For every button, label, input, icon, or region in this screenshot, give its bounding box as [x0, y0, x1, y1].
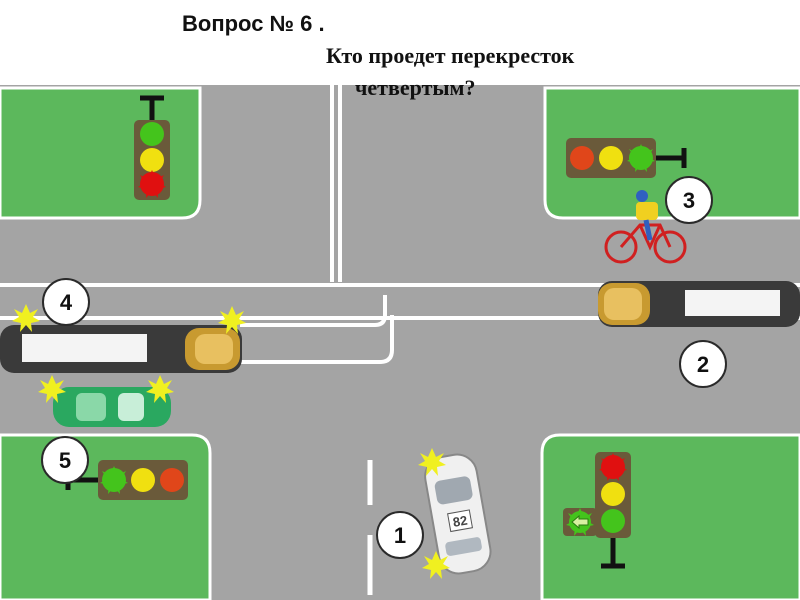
tram-2: [598, 281, 800, 327]
badge-5-label: 5: [59, 448, 71, 473]
green-car-5: [38, 375, 174, 427]
yellow-lamp: [601, 482, 625, 506]
green-lamp: [140, 122, 164, 146]
badge-1: 1: [376, 511, 424, 559]
red-lamp: [160, 468, 184, 492]
badge-5: 5: [41, 436, 89, 484]
green-lamp: [102, 468, 126, 492]
badge-2: 2: [679, 340, 727, 388]
question-title: Вопрос № 6 .: [182, 11, 325, 36]
white-car-1: 82: [424, 453, 492, 575]
grass-north-east: [543, 86, 800, 220]
question-text-line2: четвертым?: [355, 75, 476, 100]
left-arrow-icon: [571, 514, 589, 530]
red-lamp: [140, 172, 164, 196]
traffic-light-south-east: [563, 452, 631, 569]
car-plate: 82: [452, 513, 469, 530]
green-lamp: [629, 146, 653, 170]
tram-4: [0, 304, 246, 373]
badge-4: 4: [42, 278, 90, 326]
title-band: [0, 0, 800, 85]
yellow-lamp: [131, 468, 155, 492]
yellow-lamp: [599, 146, 623, 170]
badge-3: 3: [665, 176, 713, 224]
traffic-light-south-west: [65, 460, 188, 500]
badge-2-label: 2: [697, 352, 709, 377]
red-lamp: [601, 455, 625, 479]
badge-3-label: 3: [683, 188, 695, 213]
traffic-light-north-east: [566, 138, 687, 178]
badge-4-label: 4: [60, 290, 73, 315]
green-lamp: [601, 509, 625, 533]
traffic-light-north-west: [134, 95, 170, 200]
grass-south-west: [0, 433, 212, 600]
cyclist-3: [604, 190, 687, 264]
red-lamp: [570, 146, 594, 170]
question-text-line1: Кто проедет перекресток: [326, 43, 575, 68]
yellow-lamp: [140, 148, 164, 172]
badge-1-label: 1: [394, 523, 406, 548]
